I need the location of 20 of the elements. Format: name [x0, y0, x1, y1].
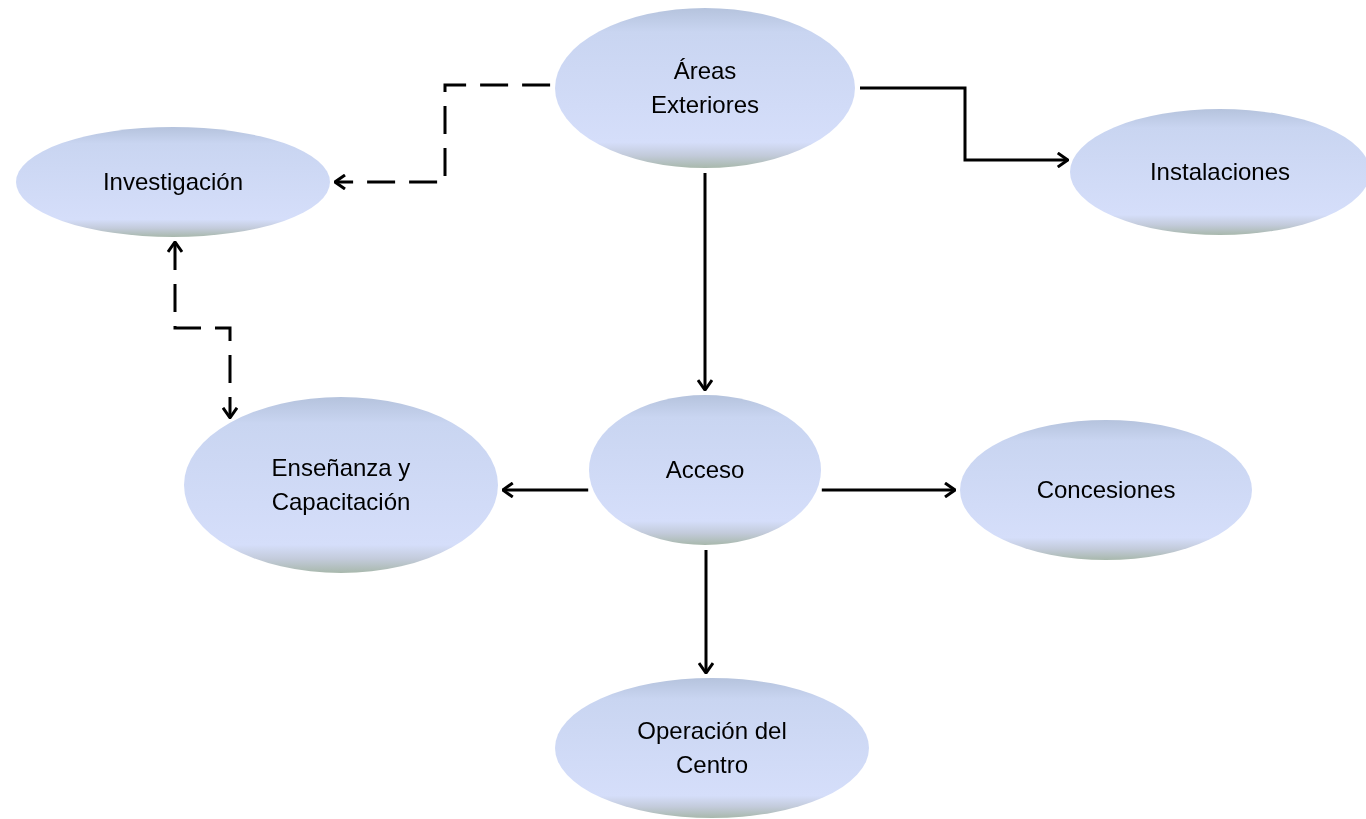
arrow — [697, 550, 715, 675]
node-label: Investigación — [102, 167, 244, 197]
ellipse-node — [16, 127, 330, 237]
node-label: Instalaciones — [1149, 157, 1291, 187]
ellipse-node — [555, 8, 855, 168]
node-label: Operación del Centro — [636, 716, 788, 780]
arrow — [166, 240, 239, 420]
node-label: Enseñanza y Capacitación — [270, 453, 412, 517]
node-label: Acceso — [665, 455, 745, 485]
ellipse-node — [555, 678, 869, 818]
ellipse-node — [184, 397, 498, 573]
arrow — [696, 173, 714, 392]
ellipse-node — [589, 395, 821, 545]
arrow — [501, 481, 589, 499]
arrow — [860, 86, 1070, 169]
node-label: Concesiones — [1036, 475, 1176, 505]
arrow — [821, 481, 957, 499]
node-label: Áreas Exteriores — [649, 56, 760, 120]
arrow — [333, 83, 551, 191]
ellipse-node — [960, 420, 1252, 560]
